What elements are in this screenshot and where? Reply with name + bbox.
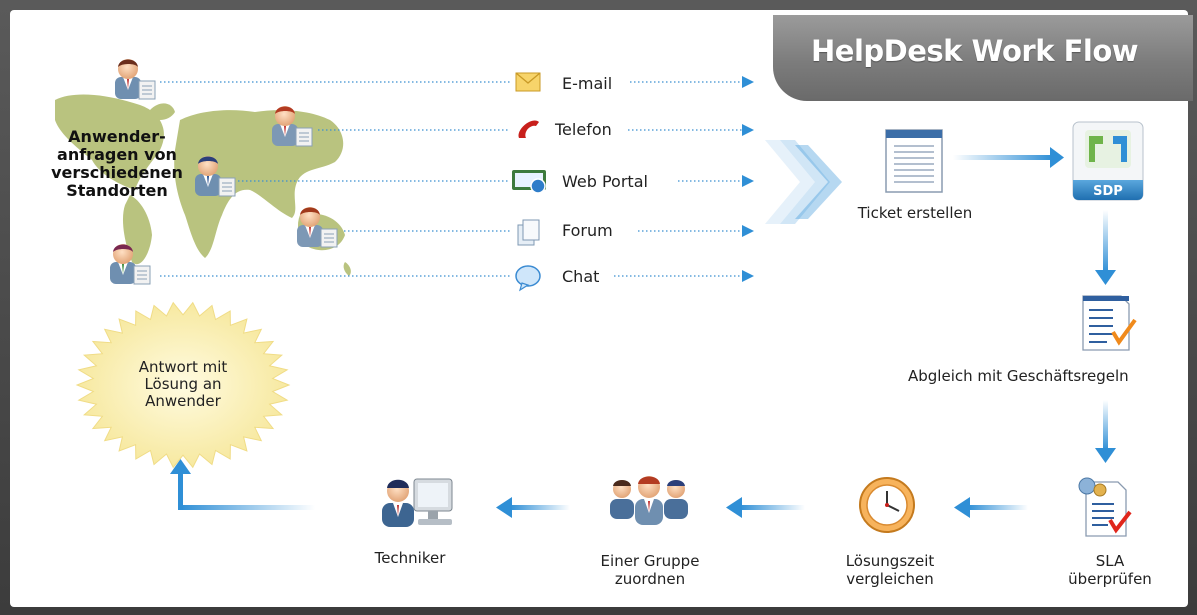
group-icon (610, 476, 688, 525)
arrow-group-to-technician (496, 497, 570, 518)
title-tab (773, 15, 1193, 101)
diagram-title: HelpDesk Work Flow (811, 34, 1139, 68)
sdp-badge-text: SDP (1093, 184, 1123, 199)
channel-arrowheads (742, 76, 754, 282)
sla-document-icon (1078, 477, 1132, 537)
sdp-icon (1072, 121, 1144, 201)
technician-icon (382, 478, 453, 527)
sla-label: SLA überprüfen (1060, 552, 1160, 588)
arrow-technician-to-answer (170, 459, 315, 510)
clock-icon (859, 477, 915, 533)
group-label-line-1: Einer Gruppe (600, 552, 700, 570)
channel-chat-label: Chat (562, 267, 600, 286)
sla-label-line-2: überprüfen (1068, 570, 1152, 588)
funnel-chevrons (765, 140, 842, 224)
rules-document-icon (1082, 295, 1137, 351)
arrow-rules-to-sla (1095, 400, 1116, 463)
technician-label: Techniker (374, 549, 446, 567)
arrow-ticket-to-sdp (953, 147, 1064, 168)
resolution-time-label: Lösungszeit vergleichen (820, 552, 960, 588)
channel-web-portal-label: Web Portal (562, 172, 648, 191)
user-icon (115, 59, 156, 100)
channel-phone-label: Telefon (555, 120, 612, 139)
user-icon (297, 207, 338, 248)
group-label: Einer Gruppe zuordnen (580, 552, 720, 588)
channel-email-label: E-mail (562, 74, 613, 93)
phone-icon (518, 120, 539, 138)
requests-label-line-1: Anwender- (68, 127, 166, 146)
web-portal-icon (512, 170, 546, 194)
envelope-icon (515, 72, 541, 92)
ticket-icon (885, 129, 943, 193)
answer-label-line-3: Anwender (145, 392, 221, 410)
requests-label-line-4: Standorten (66, 181, 168, 200)
channel-lines (160, 81, 742, 277)
arrow-sdp-to-rules (1095, 210, 1116, 285)
requests-label-line-2: anfragen von (57, 145, 177, 164)
answer-label-line-2: Lösung an (144, 375, 222, 393)
sla-label-line-1: SLA (1095, 552, 1125, 570)
ticket-label: Ticket erstellen (857, 204, 973, 222)
business-rules-label: Abgleich mit Geschäftsregeln (908, 367, 1129, 385)
requests-label: Anwender- anfragen von verschiedenen Sta… (32, 128, 202, 200)
user-icon (195, 156, 236, 197)
forum-icon (517, 219, 540, 246)
user-icon (272, 106, 313, 147)
user-icon (110, 244, 151, 285)
answer-label-line-1: Antwort mit (138, 358, 228, 376)
chat-icon (515, 265, 541, 292)
answer-burst (75, 301, 291, 469)
group-label-line-2: zuordnen (614, 570, 686, 588)
requests-label-line-3: verschiedenen (51, 163, 183, 182)
channel-forum-label: Forum (562, 221, 613, 240)
answer-label: Antwort mit Lösung an Anwender (108, 359, 258, 410)
resolution-time-label-line-2: vergleichen (846, 570, 934, 588)
arrow-sla-to-clock (954, 497, 1028, 518)
arrow-clock-to-group (726, 497, 805, 518)
resolution-time-label-line-1: Lösungszeit (845, 552, 935, 570)
